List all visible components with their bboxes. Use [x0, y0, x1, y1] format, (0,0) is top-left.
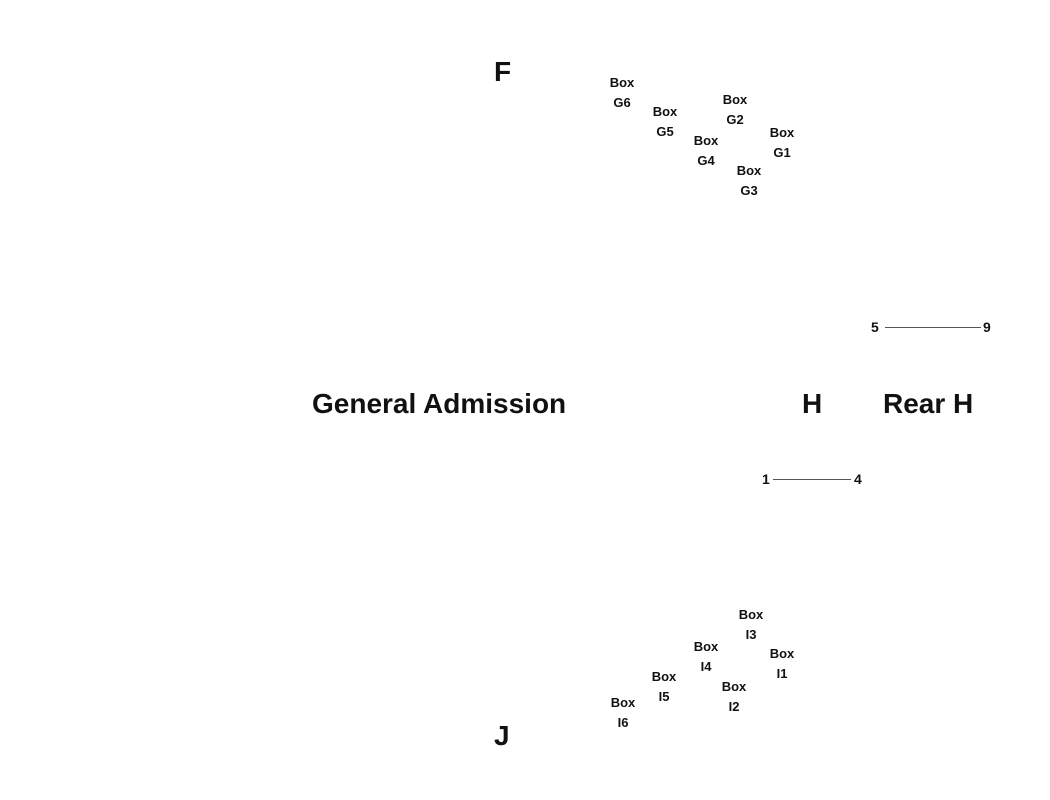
- box-i4[interactable]: Box I4: [676, 637, 736, 677]
- section-f-label[interactable]: F: [494, 56, 512, 87]
- box-i5[interactable]: Box I5: [634, 667, 694, 707]
- box-g3[interactable]: Box G3: [719, 161, 779, 201]
- box-g4-id: G4: [697, 153, 715, 168]
- box-g1-word: Box: [769, 125, 795, 140]
- box-i3-word: Box: [738, 607, 764, 622]
- box-i1-word: Box: [769, 646, 795, 661]
- rear-h-row-end[interactable]: 9: [983, 319, 991, 335]
- box-g2-id: G2: [726, 112, 744, 127]
- box-g1[interactable]: Box G1: [752, 123, 812, 163]
- box-i2-word: Box: [721, 679, 747, 694]
- box-i4-word: Box: [693, 639, 719, 654]
- box-g6-word: Box: [609, 75, 635, 90]
- box-g4-word: Box: [693, 133, 719, 148]
- box-i1[interactable]: Box I1: [752, 644, 812, 684]
- box-g3-id: G3: [740, 183, 758, 198]
- box-g4[interactable]: Box G4: [676, 131, 736, 171]
- box-i2[interactable]: Box I2: [704, 677, 764, 717]
- box-i2-id: I2: [728, 699, 740, 714]
- box-i4-id: I4: [700, 659, 712, 674]
- box-g1-id: G1: [773, 145, 791, 160]
- box-i3[interactable]: Box I3: [721, 605, 781, 645]
- box-g2[interactable]: Box G2: [705, 90, 765, 130]
- rear-h-row-start[interactable]: 5: [871, 319, 879, 335]
- box-i5-id: I5: [658, 689, 670, 704]
- box-g3-word: Box: [736, 163, 762, 178]
- box-i6[interactable]: Box I6: [593, 693, 653, 733]
- box-g6[interactable]: Box G6: [592, 73, 652, 113]
- section-h-label[interactable]: H: [802, 388, 823, 419]
- rear-h-row-line: [885, 327, 981, 328]
- box-i6-word: Box: [610, 695, 636, 710]
- section-rear-h-label[interactable]: Rear H: [883, 388, 974, 419]
- box-g2-word: Box: [722, 92, 748, 107]
- h-row-line: [773, 479, 851, 480]
- box-i3-id: I3: [745, 627, 757, 642]
- box-g5-id: G5: [656, 124, 674, 139]
- section-general-admission-label[interactable]: General Admission: [312, 388, 567, 419]
- box-g6-id: G6: [613, 95, 631, 110]
- box-i1-id: I1: [776, 666, 788, 681]
- box-i5-word: Box: [651, 669, 677, 684]
- box-g5[interactable]: Box G5: [635, 102, 695, 142]
- h-row-end[interactable]: 4: [854, 471, 862, 487]
- box-g5-word: Box: [652, 104, 678, 119]
- section-j-label[interactable]: J: [494, 720, 510, 751]
- box-i6-id: I6: [617, 715, 629, 730]
- h-row-start[interactable]: 1: [762, 471, 770, 487]
